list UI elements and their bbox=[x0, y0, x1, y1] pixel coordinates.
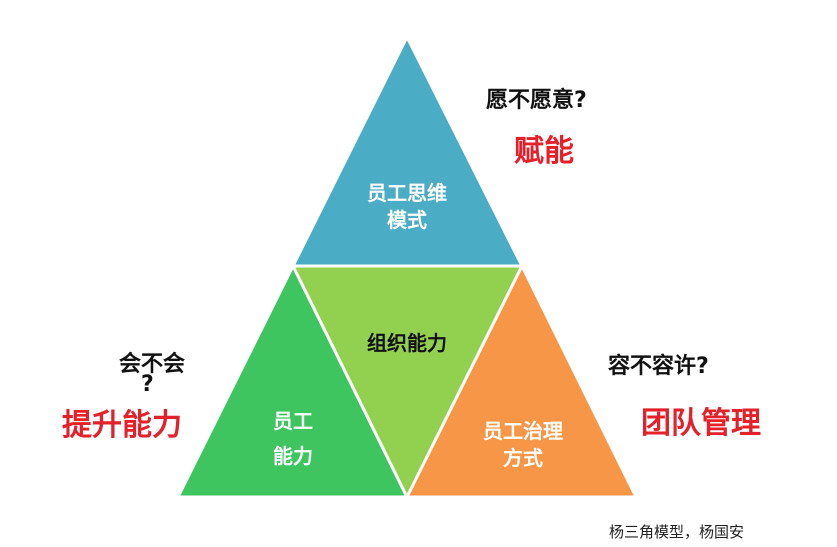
empowerment-label: 赋能 bbox=[514, 134, 574, 169]
credit-caption: 杨三角模型，杨国安 bbox=[609, 523, 745, 541]
ability-question-line2: ? bbox=[141, 372, 154, 397]
team-management-label: 团队管理 bbox=[641, 406, 761, 441]
permission-question: 容不容许? bbox=[608, 354, 709, 379]
right-triangle-label-line2: 方式 bbox=[503, 446, 543, 470]
top-triangle-label-line1: 员工思维 bbox=[367, 181, 447, 205]
top-triangle-label-line2: 模式 bbox=[387, 208, 427, 232]
improve-ability-label: 提升能力 bbox=[62, 408, 182, 443]
right-triangle bbox=[404, 262, 639, 499]
left-triangle-label-line1: 员工 bbox=[273, 409, 313, 433]
center-triangle-label: 组织能力 bbox=[367, 331, 447, 355]
ability-question-line1: 会不会 bbox=[119, 352, 186, 377]
left-triangle-label-line2: 能力 bbox=[273, 444, 313, 468]
willingness-question: 愿不愿意? bbox=[486, 88, 587, 113]
right-triangle-label-line1: 员工治理 bbox=[483, 419, 563, 443]
